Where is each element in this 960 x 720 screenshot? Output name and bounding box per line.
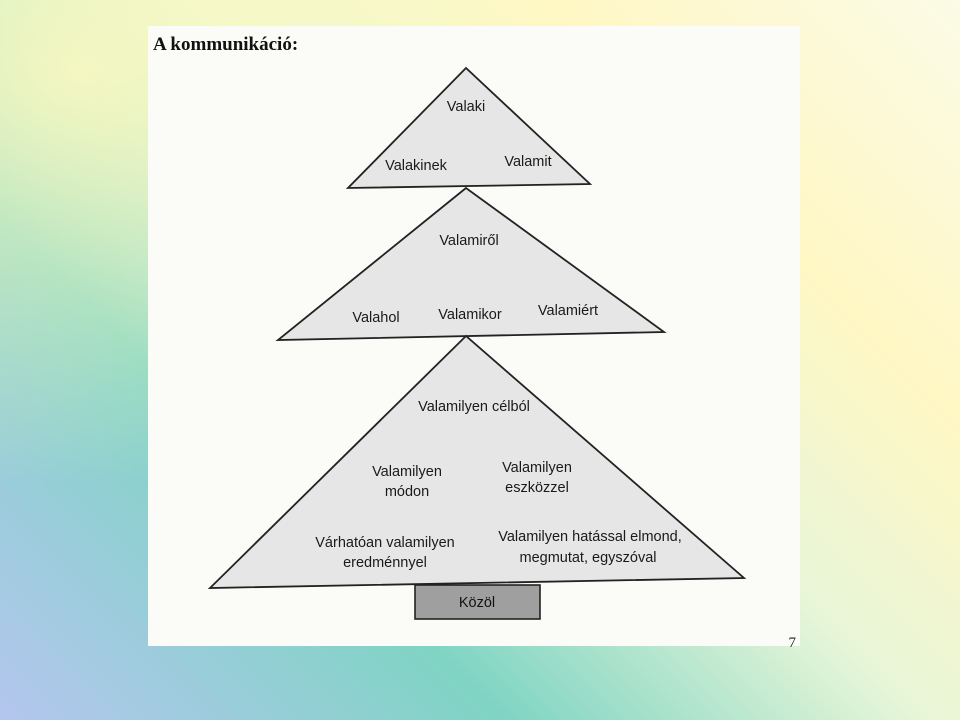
label-valamiert: Valamiért	[538, 303, 598, 319]
pyramid-level-1-shape	[345, 66, 593, 189]
label-valamit: Valamit	[504, 154, 551, 170]
label-valamilyen-celbol: Valamilyen célból	[418, 399, 530, 415]
scanned-page: A kommunikáció: Valaki Valakinek Valamit…	[148, 26, 800, 651]
pyramid-level-1: Valaki Valakinek Valamit	[345, 66, 593, 189]
pyramid-base: Közöl	[414, 584, 541, 620]
label-valamilyen-eszkozzel-1: Valamilyen	[502, 460, 572, 476]
pyramid-level-2: Valamiről Valahol Valamikor Valamiért	[275, 186, 667, 341]
label-valamilyen-modon-2: módon	[385, 484, 429, 500]
label-valamilyen-modon-1: Valamilyen	[372, 464, 442, 480]
communication-pyramid-diagram: Valaki Valakinek Valamit Valamiről Valah…	[207, 66, 747, 620]
page-number: 7	[788, 635, 797, 651]
label-valakinek: Valakinek	[385, 158, 448, 174]
base-box	[414, 584, 541, 620]
label-hatassal-2: megmutat, egyszóval	[519, 550, 656, 566]
label-valahol: Valahol	[352, 310, 399, 326]
pyramid-level-2-shape	[275, 186, 667, 341]
page-title: A kommunikáció:	[153, 34, 299, 55]
pyramid-level-3-shape	[207, 334, 747, 589]
label-hatassal-1: Valamilyen hatással elmond,	[498, 529, 682, 545]
label-kozol: Közöl	[459, 595, 495, 611]
label-varhatoan-1: Várhatóan valamilyen	[315, 535, 454, 551]
label-valamirol: Valamiről	[439, 233, 498, 249]
pyramid-level-3: Valamilyen célból Valamilyen módon Valam…	[207, 334, 747, 589]
label-valamikor: Valamikor	[438, 307, 502, 323]
label-varhatoan-2: eredménnyel	[343, 555, 427, 571]
label-valamilyen-eszkozzel-2: eszközzel	[505, 480, 569, 496]
label-valaki: Valaki	[447, 99, 485, 115]
